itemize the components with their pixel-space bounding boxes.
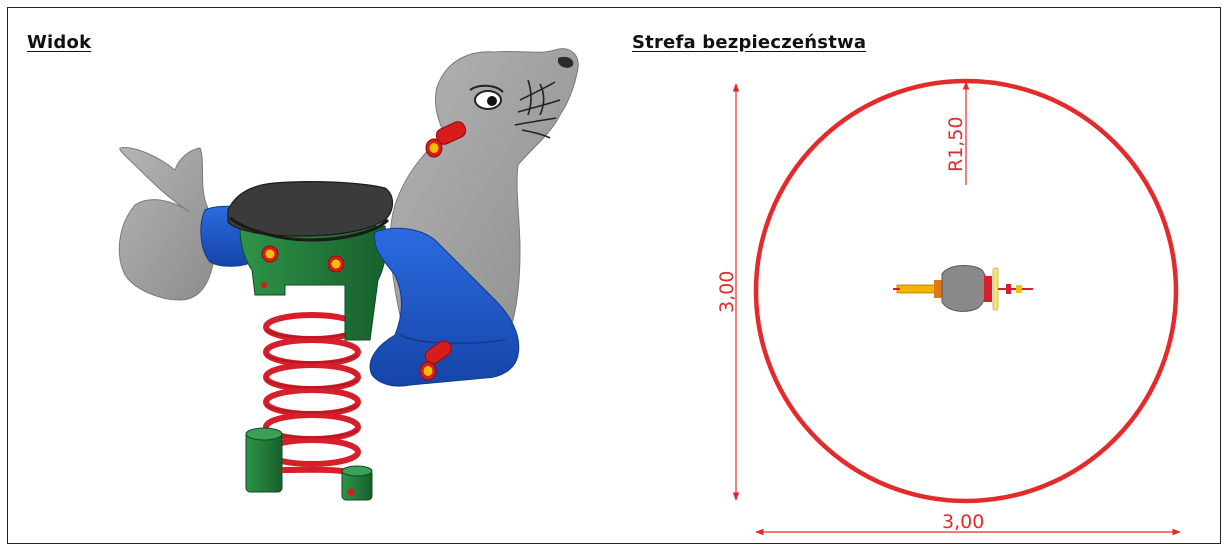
view-heading: Widok: [27, 32, 92, 53]
seal-front-sleeve: [369, 227, 520, 387]
flipper-handle: [424, 340, 452, 365]
seal-nose: [558, 56, 574, 68]
height-label: 3,00: [716, 271, 738, 313]
width-label: 3,00: [942, 511, 984, 533]
safety-zone-heading: Strefa bezpieczeństwa: [632, 32, 867, 53]
seal-spring-rider-illustration: [118, 48, 579, 501]
safety-zone-circle: [753, 78, 1179, 504]
seal-whiskers: [514, 79, 561, 139]
bracket-bolts: [261, 245, 345, 288]
seat: [227, 181, 394, 237]
base-post-left: [245, 431, 283, 493]
rider-top-view: [893, 265, 1033, 312]
safety-zone-drawing: R1,50 3,00 3,00: [716, 78, 1181, 536]
radius-label: R1,50: [945, 116, 967, 172]
